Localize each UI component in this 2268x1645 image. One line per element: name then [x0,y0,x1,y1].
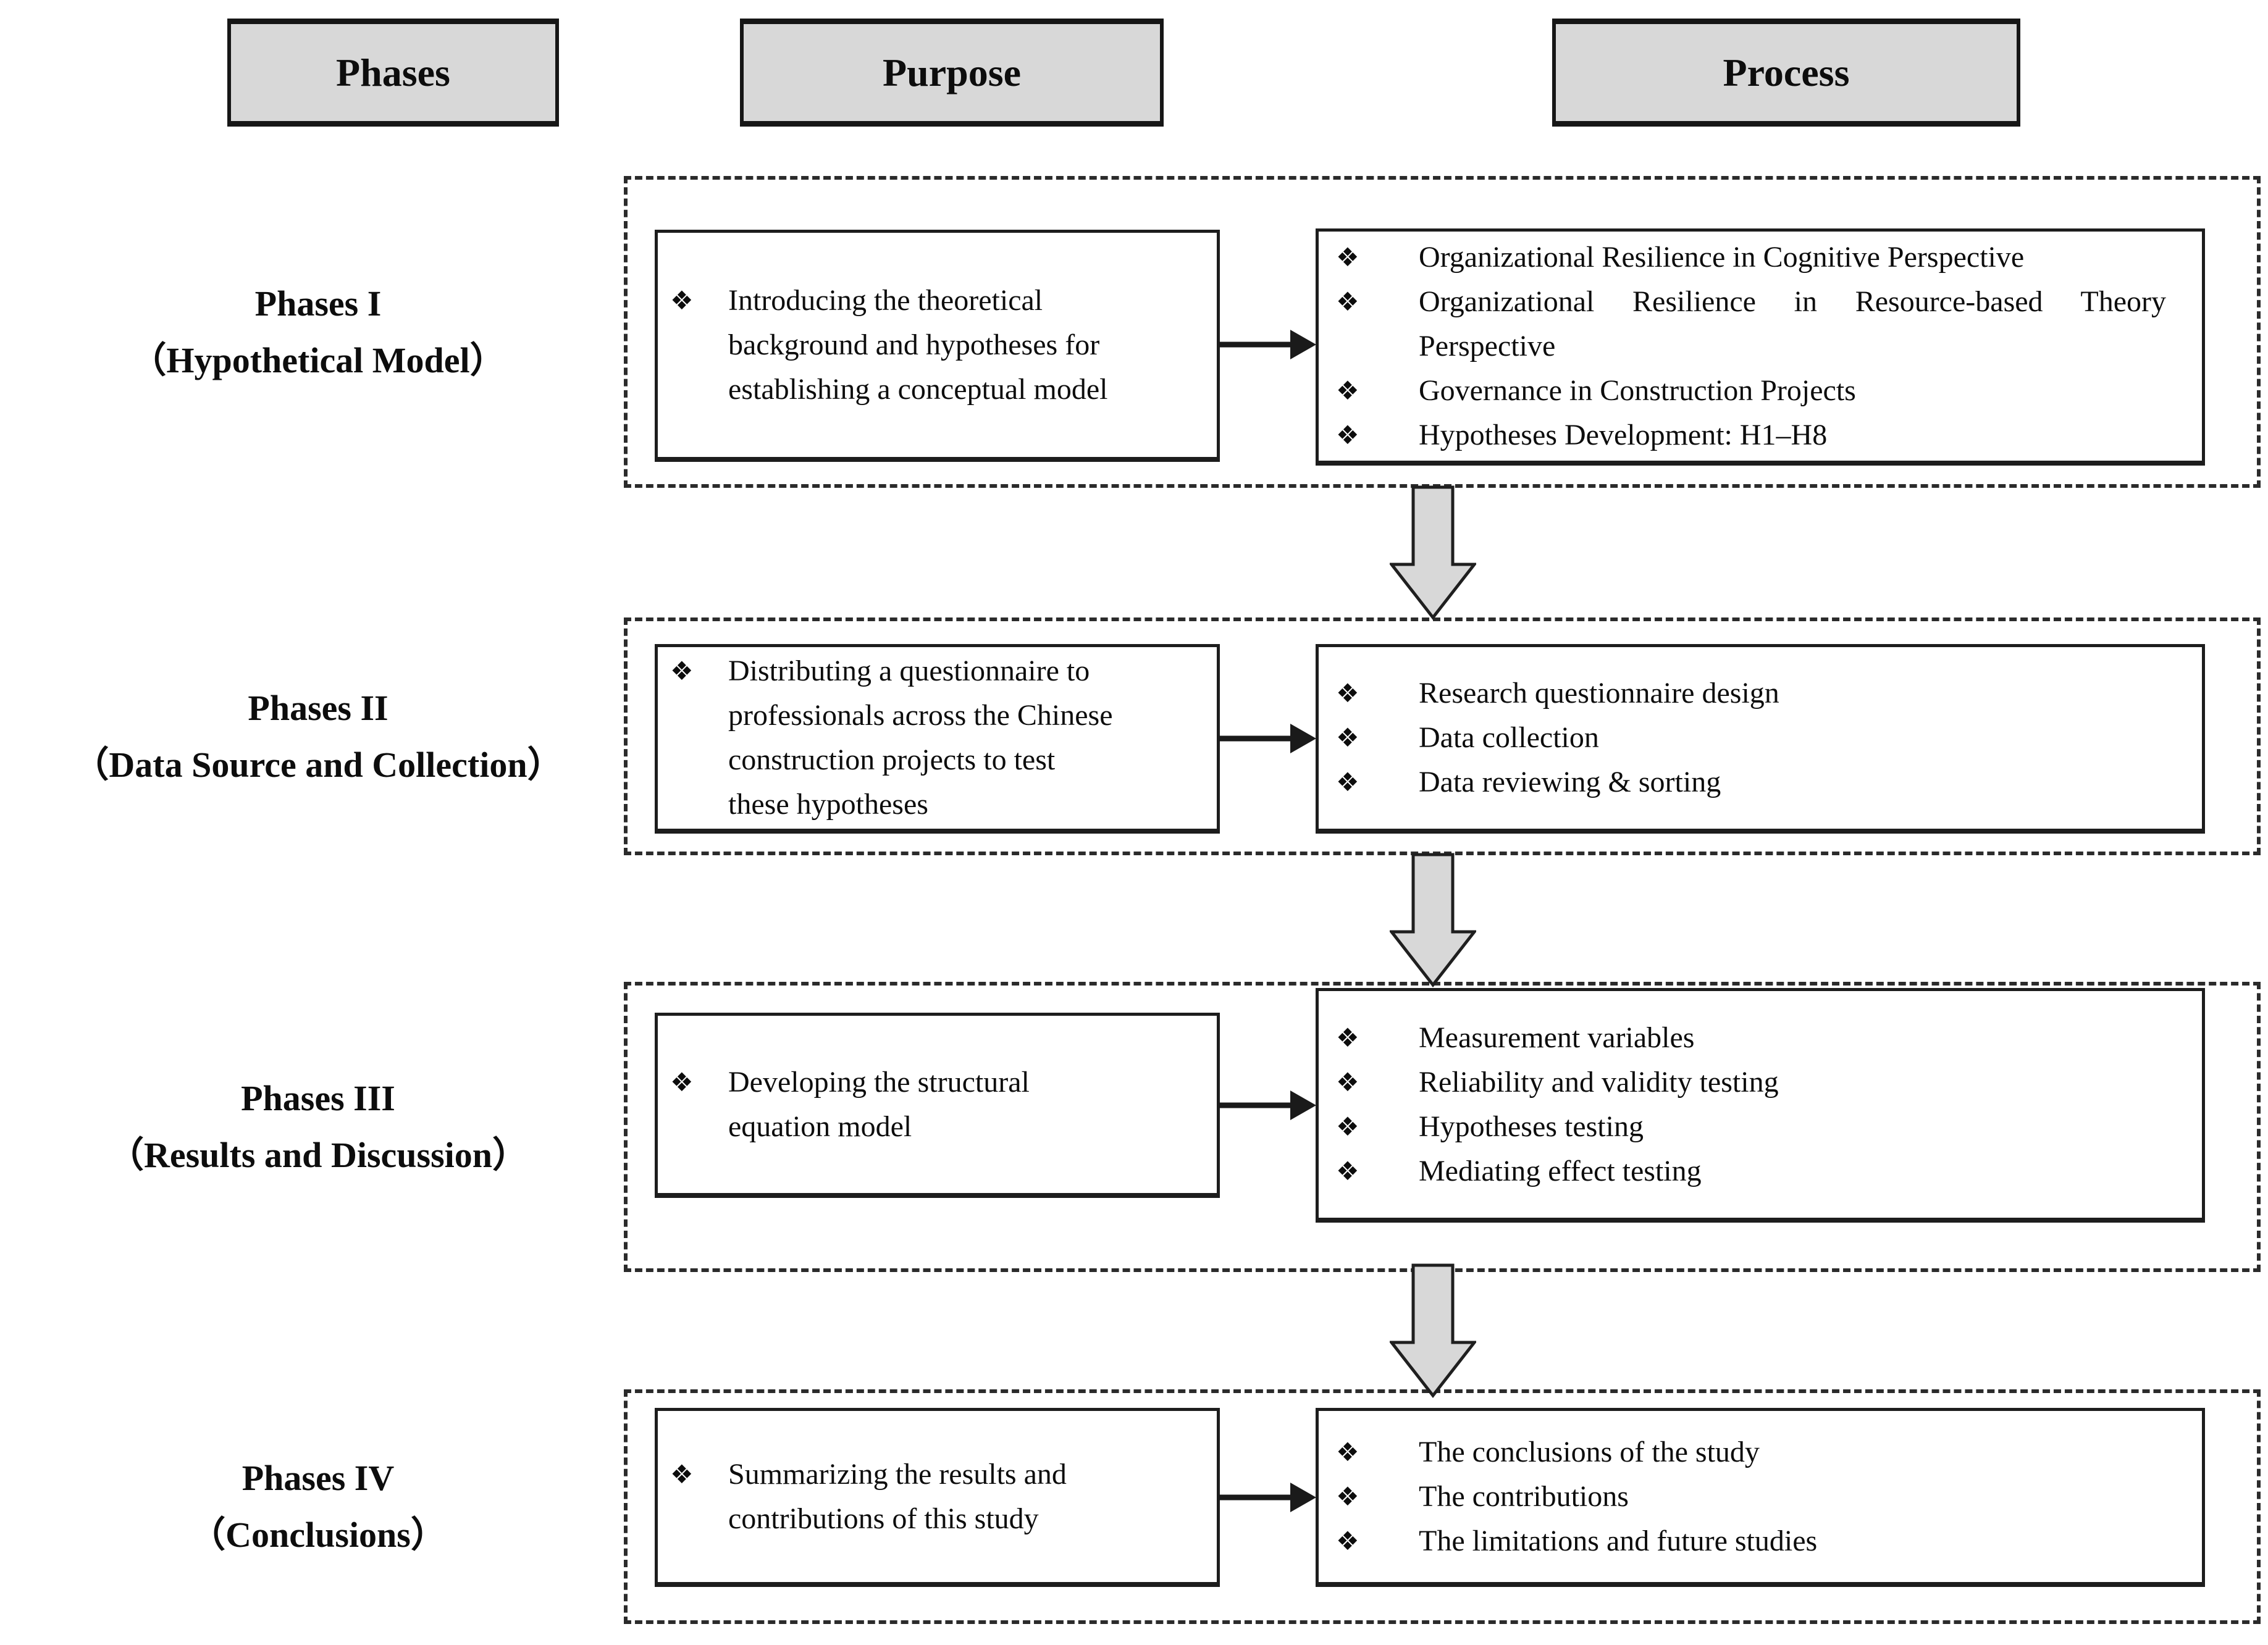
diamond-bullet-icon: ❖ [1336,1111,1359,1142]
list-item: ❖ Mediating effect testing [1336,1149,2166,1194]
phase1-label-line2: （Hypothetical Model） [130,340,506,380]
diamond-bullet-icon: ❖ [1336,1436,1359,1467]
purpose-text: Summarizing the results and contribution… [728,1457,1067,1535]
diamond-bullet-icon: ❖ [1336,1481,1359,1512]
list-item: ❖ Organizational Resilience in Cognitive… [1336,235,2166,280]
list-item: ❖ Hypotheses testing [1336,1105,2166,1149]
purpose-text: Introducing the theoretical background a… [728,283,1108,406]
down-arrow-icon [1390,1263,1476,1398]
process-item-text: Measurement variables [1419,1021,1695,1054]
process-item-text: Data reviewing & sorting [1419,766,1721,798]
right-arrow-icon [1219,330,1316,359]
phase2-purpose-box: ❖ Distributing a questionnaire to profes… [655,644,1220,834]
list-item: ❖ Governance in Construction Projects [1336,369,2166,413]
process-item-text: The limitations and future studies [1419,1524,1818,1557]
list-item: ❖ The contributions [1336,1475,2166,1519]
down-arrow-icon [1390,853,1476,987]
diamond-bullet-icon: ❖ [1336,241,1359,272]
process-header-label: Process [1723,50,1850,94]
process-item-text: Organizational Resilience in Cognitive P… [1419,240,2025,274]
process-item-text: The conclusions of the study [1419,1435,1760,1468]
list-item: ❖ Hypotheses Development: H1–H8 [1336,413,2166,458]
diamond-bullet-icon: ❖ [1336,286,1359,317]
phase1-label-line1: Phases I [254,283,382,324]
diamond-bullet-icon: ❖ [1336,722,1359,753]
phase4-label: Phases IV （Conclusions） [12,1389,624,1624]
diamond-bullet-icon: ❖ [1336,767,1359,797]
list-item: ❖ Data collection [1336,716,2166,760]
phase1-purpose-box: ❖ Introducing the theoretical background… [655,230,1220,462]
list-item: ❖ Summarizing the results and contributi… [670,1452,1206,1541]
list-item: ❖ Reliability and validity testing [1336,1060,2166,1105]
purpose-text: Distributing a questionnaire to professi… [728,655,1113,821]
phase2-process-box: ❖ Research questionnaire design ❖ Data c… [1316,644,2205,834]
process-item-text: Reliability and validity testing [1419,1065,1779,1099]
diamond-bullet-icon: ❖ [670,656,694,686]
phase4-label-line2: （Conclusions） [190,1515,447,1555]
phase1-process-box: ❖ Organizational Resilience in Cognitive… [1316,228,2205,466]
phase4-process-box: ❖ The conclusions of the study ❖ The con… [1316,1408,2205,1587]
phase3-label-line1: Phases III [241,1078,395,1118]
diamond-bullet-icon: ❖ [1336,419,1359,450]
diamond-bullet-icon: ❖ [1336,375,1359,406]
phase3-purpose-box: ❖ Developing the structural equation mod… [655,1013,1220,1198]
list-item: ❖ Data reviewing & sorting [1336,760,2166,805]
diamond-bullet-icon: ❖ [670,1459,694,1489]
diamond-bullet-icon: ❖ [1336,1022,1359,1053]
right-arrow-icon [1219,1483,1316,1512]
process-item-text: Hypotheses testing [1419,1110,1644,1143]
diamond-bullet-icon: ❖ [670,285,694,316]
purpose-column-header: Purpose [740,19,1164,127]
right-arrow-icon [1219,1090,1316,1120]
phase1-label: Phases I （Hypothetical Model） [12,176,624,488]
process-item-text: Research questionnaire design [1419,677,1779,709]
phase3-process-box: ❖ Measurement variables ❖ Reliability an… [1316,988,2205,1223]
purpose-text: Developing the structural equation model [728,1065,1030,1143]
list-item: ❖ Research questionnaire design [1336,671,2166,716]
diamond-bullet-icon: ❖ [670,1066,694,1097]
down-arrow-icon [1390,485,1476,620]
diamond-bullet-icon: ❖ [1336,1066,1359,1097]
phase4-label-line1: Phases IV [242,1458,395,1498]
phase2-label-line1: Phases II [248,687,388,728]
process-item-text: Governance in Construction Projects [1419,374,1856,407]
list-item: ❖ The limitations and future studies [1336,1519,2166,1563]
diamond-bullet-icon: ❖ [1336,678,1359,708]
phase2-label-line2: （Data Source and Collection） [73,744,563,785]
list-item: ❖ Organizational Resilience in Resource-… [1336,280,2166,369]
diamond-bullet-icon: ❖ [1336,1525,1359,1556]
right-arrow-icon [1219,724,1316,753]
list-item: ❖ Introducing the theoretical background… [670,278,1206,412]
phase4-purpose-box: ❖ Summarizing the results and contributi… [655,1408,1220,1587]
list-item: ❖ Developing the structural equation mod… [670,1060,1206,1149]
process-item-text: Hypotheses Development: H1–H8 [1419,418,1828,451]
process-column-header: Process [1552,19,2020,127]
phase4-dashed-container [624,1389,2261,1624]
phases-header-label: Phases [336,50,450,94]
list-item: ❖ Distributing a questionnaire to profes… [670,649,1206,827]
phase3-label-line2: （Results and Discussion） [107,1135,529,1175]
process-item-text: Data collection [1419,721,1599,754]
process-item-text: Mediating effect testing [1419,1154,1702,1187]
phases-column-header: Phases [227,19,559,127]
phase3-label: Phases III （Results and Discussion） [12,982,624,1272]
list-item: ❖ Measurement variables [1336,1016,2166,1060]
process-item-text: The contributions [1419,1480,1629,1513]
list-item: ❖ The conclusions of the study [1336,1430,2166,1475]
phase2-label: Phases II （Data Source and Collection） [12,617,624,855]
purpose-header-label: Purpose [883,50,1021,94]
process-item-text: Organizational Resilience in Resource-ba… [1419,285,2166,362]
diamond-bullet-icon: ❖ [1336,1155,1359,1186]
